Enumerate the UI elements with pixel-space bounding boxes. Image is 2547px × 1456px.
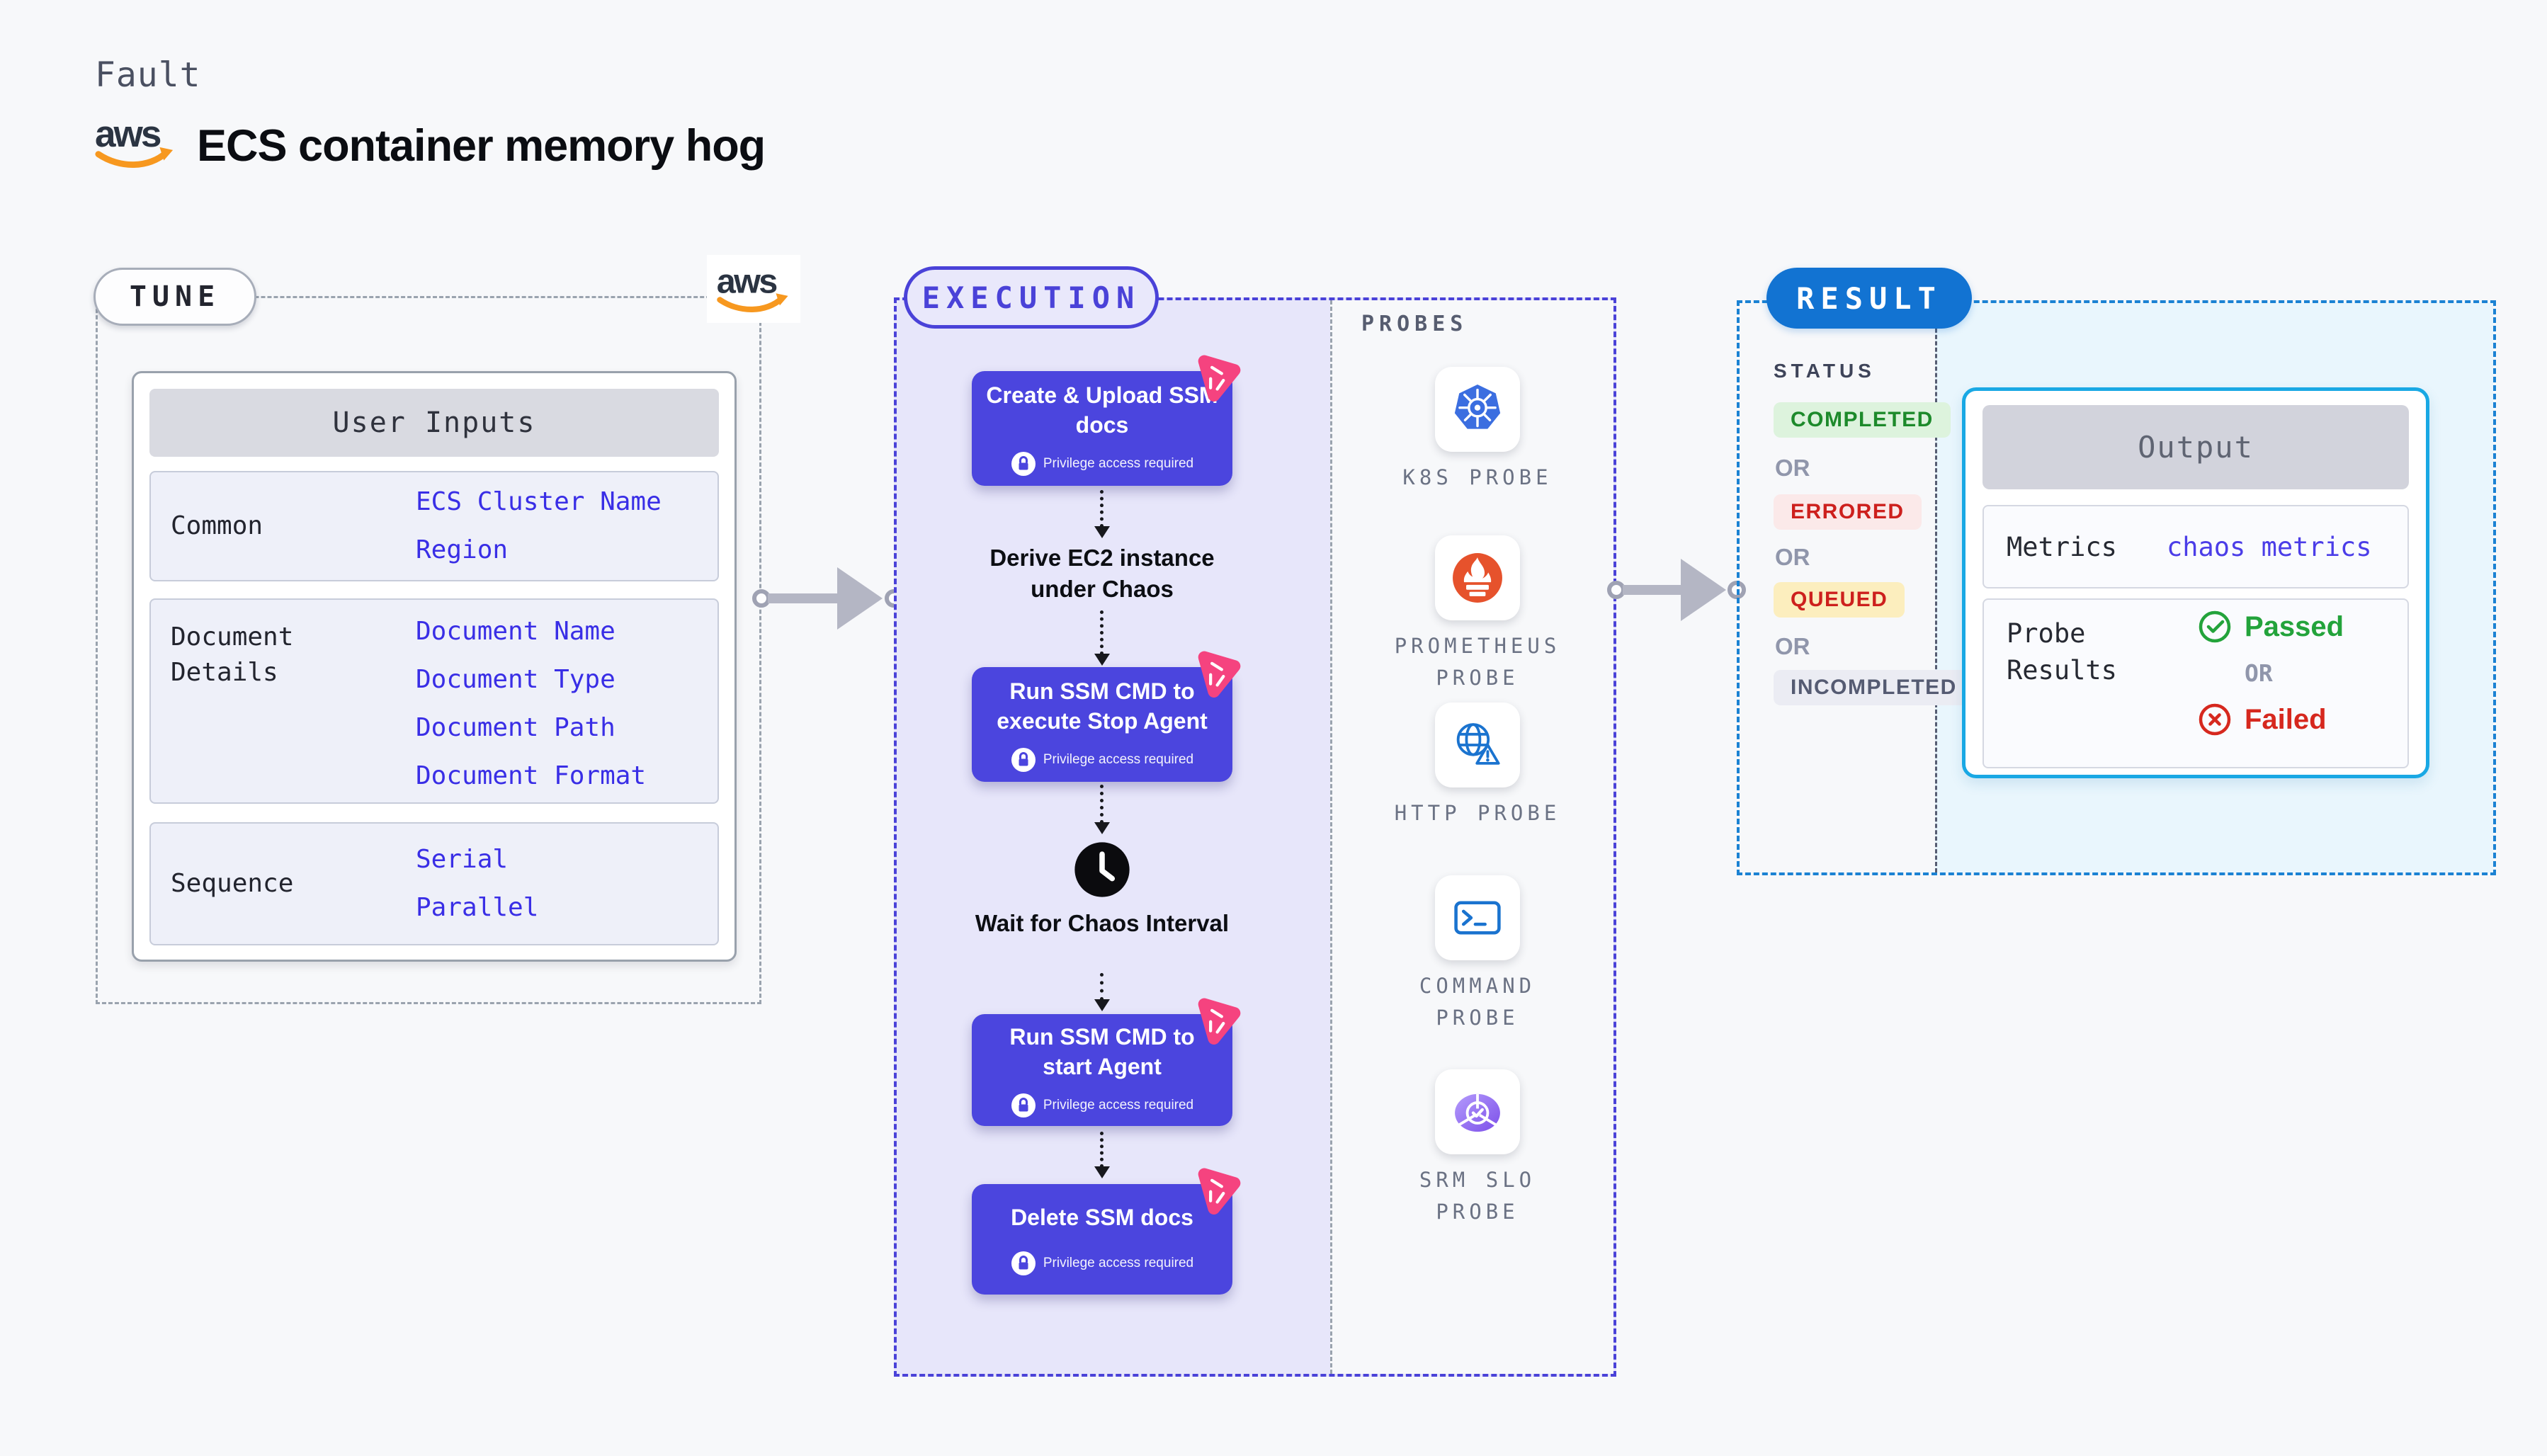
- svg-text:aws: aws: [717, 262, 777, 300]
- tune-to-execution-arrow: [752, 567, 904, 630]
- privilege-note: Privilege access required: [1043, 1256, 1194, 1270]
- step-text-derive-ec2: Derive EC2 instance under Chaos: [989, 545, 1215, 602]
- input-group-label: Common: [171, 511, 263, 540]
- flow-arrow: [1094, 785, 1111, 834]
- or-label: OR: [1775, 544, 1810, 570]
- privilege-note: Privilege access required: [1043, 752, 1194, 767]
- status-badge-completed: COMPLETED: [1774, 402, 1951, 438]
- or-label: OR: [1775, 455, 1810, 481]
- probe-card: [1435, 875, 1520, 960]
- output-header: Output: [1982, 405, 2409, 489]
- privilege-note: Privilege access required: [1043, 456, 1194, 471]
- input-value: Serial: [416, 845, 509, 874]
- input-group-label: Document Details: [171, 622, 294, 687]
- user-inputs-card: User Inputs Common ECS Cluster Name Regi…: [132, 371, 737, 962]
- tune-pill: TUNE: [93, 268, 256, 326]
- probe-label: SRM SLO PROBE: [1419, 1168, 1536, 1224]
- result-pill: RESULT: [1766, 268, 1972, 329]
- probe-card: [1435, 367, 1520, 452]
- step-label: Run SSM CMD to execute Stop Agent: [997, 678, 1208, 734]
- flow-arrow: [1094, 1132, 1111, 1178]
- input-value: Document Path: [416, 713, 616, 742]
- aws-logo-icon-small: aws: [707, 255, 800, 323]
- x-circle-icon: [2199, 703, 2231, 736]
- probe-label: K8S PROBE: [1402, 465, 1553, 489]
- status-label: STATUS: [1774, 360, 1876, 382]
- input-value: Parallel: [416, 893, 539, 922]
- step-label: Create & Upload SSM docs: [986, 382, 1218, 438]
- input-value: Document Name: [416, 617, 616, 646]
- page-title: ECS container memory hog: [197, 121, 766, 171]
- prometheus-icon: [1453, 553, 1502, 603]
- lock-icon: [1011, 452, 1036, 476]
- probes-label: PROBES: [1361, 312, 1468, 336]
- chaos-pinwheel-icon: [1187, 347, 1248, 408]
- probe-label: PROMETHEUS PROBE: [1394, 634, 1561, 690]
- flow-arrow: [1094, 973, 1111, 1011]
- probe-results-row: Probe Results Passed OR Failed: [1982, 598, 2409, 768]
- chaos-pinwheel-icon: [1187, 990, 1248, 1051]
- chaos-pinwheel-icon: [1187, 1160, 1248, 1221]
- fault-kicker: Fault: [95, 55, 201, 95]
- http-globe-icon: [1456, 723, 1500, 765]
- or-label: OR: [2245, 659, 2273, 687]
- input-value: ECS Cluster Name: [416, 487, 662, 516]
- probes-panel: [1330, 300, 1613, 1374]
- step-label: Delete SSM docs: [1011, 1205, 1193, 1230]
- input-value: Region: [416, 535, 509, 564]
- step-label: Run SSM CMD to start Agent: [1009, 1024, 1195, 1079]
- output-card: Output Metrics chaos metrics Probe Resul…: [1962, 387, 2429, 778]
- probe-card: [1435, 703, 1520, 787]
- check-circle-icon: [2199, 610, 2231, 643]
- probe-results-label: Probe Results: [2007, 618, 2117, 686]
- aws-logo-icon: aws: [93, 112, 177, 173]
- step-box-delete-ssm-docs: Delete SSM docs Privilege access require…: [972, 1168, 1241, 1295]
- srm-slo-icon: [1455, 1093, 1500, 1132]
- tune-section: [96, 296, 761, 1004]
- lock-icon: [1011, 748, 1036, 772]
- probe-card: [1435, 1069, 1520, 1154]
- execution-pill: EXECUTION: [904, 266, 1159, 329]
- lock-icon: [1011, 1251, 1036, 1275]
- input-value: Document Format: [416, 761, 647, 790]
- step-text-wait-for-chaos: Wait for Chaos Interval: [975, 910, 1230, 936]
- probes-to-result-arrow: [1607, 559, 1746, 621]
- user-inputs-header: User Inputs: [149, 389, 719, 457]
- input-group-common: Common ECS Cluster Name Region: [149, 471, 719, 581]
- clock-icon: [1072, 840, 1132, 899]
- lock-icon: [1011, 1093, 1036, 1117]
- flow-arrow: [1094, 610, 1111, 666]
- status-badge-queued: QUEUED: [1774, 582, 1905, 618]
- chaos-pinwheel-icon: [1187, 643, 1248, 704]
- metrics-row: Metrics chaos metrics: [1982, 505, 2409, 588]
- flow-arrow: [1094, 490, 1111, 538]
- input-group-label: Sequence: [171, 869, 294, 898]
- or-label: OR: [1775, 633, 1810, 659]
- probe-card: [1435, 535, 1520, 620]
- input-group-sequence: Sequence Serial Parallel: [149, 822, 719, 945]
- terminal-icon: [1454, 901, 1501, 935]
- privilege-note: Privilege access required: [1043, 1098, 1194, 1113]
- input-group-document-details: Document Details Document Name Document …: [149, 598, 719, 804]
- step-box-start-agent: Run SSM CMD to start Agent Privilege acc…: [972, 998, 1241, 1126]
- status-badge-incompleted: INCOMPLETED: [1774, 670, 1974, 705]
- step-box-stop-agent: Run SSM CMD to execute Stop Agent Privil…: [972, 651, 1241, 782]
- failed-label: Failed: [2245, 703, 2327, 735]
- input-value: Document Type: [416, 665, 616, 694]
- kubernetes-icon: [1454, 385, 1501, 429]
- status-badge-errored: ERRORED: [1774, 494, 1922, 530]
- svg-text:aws: aws: [95, 113, 161, 155]
- metrics-label: Metrics: [2007, 531, 2117, 562]
- probe-label: COMMAND PROBE: [1419, 974, 1536, 1030]
- metrics-value: chaos metrics: [2166, 531, 2372, 562]
- step-box-create-upload-ssm-docs: Create & Upload SSM docs Privilege acces…: [972, 355, 1241, 486]
- passed-label: Passed: [2245, 610, 2344, 642]
- probe-label: HTTP PROBE: [1394, 801, 1561, 825]
